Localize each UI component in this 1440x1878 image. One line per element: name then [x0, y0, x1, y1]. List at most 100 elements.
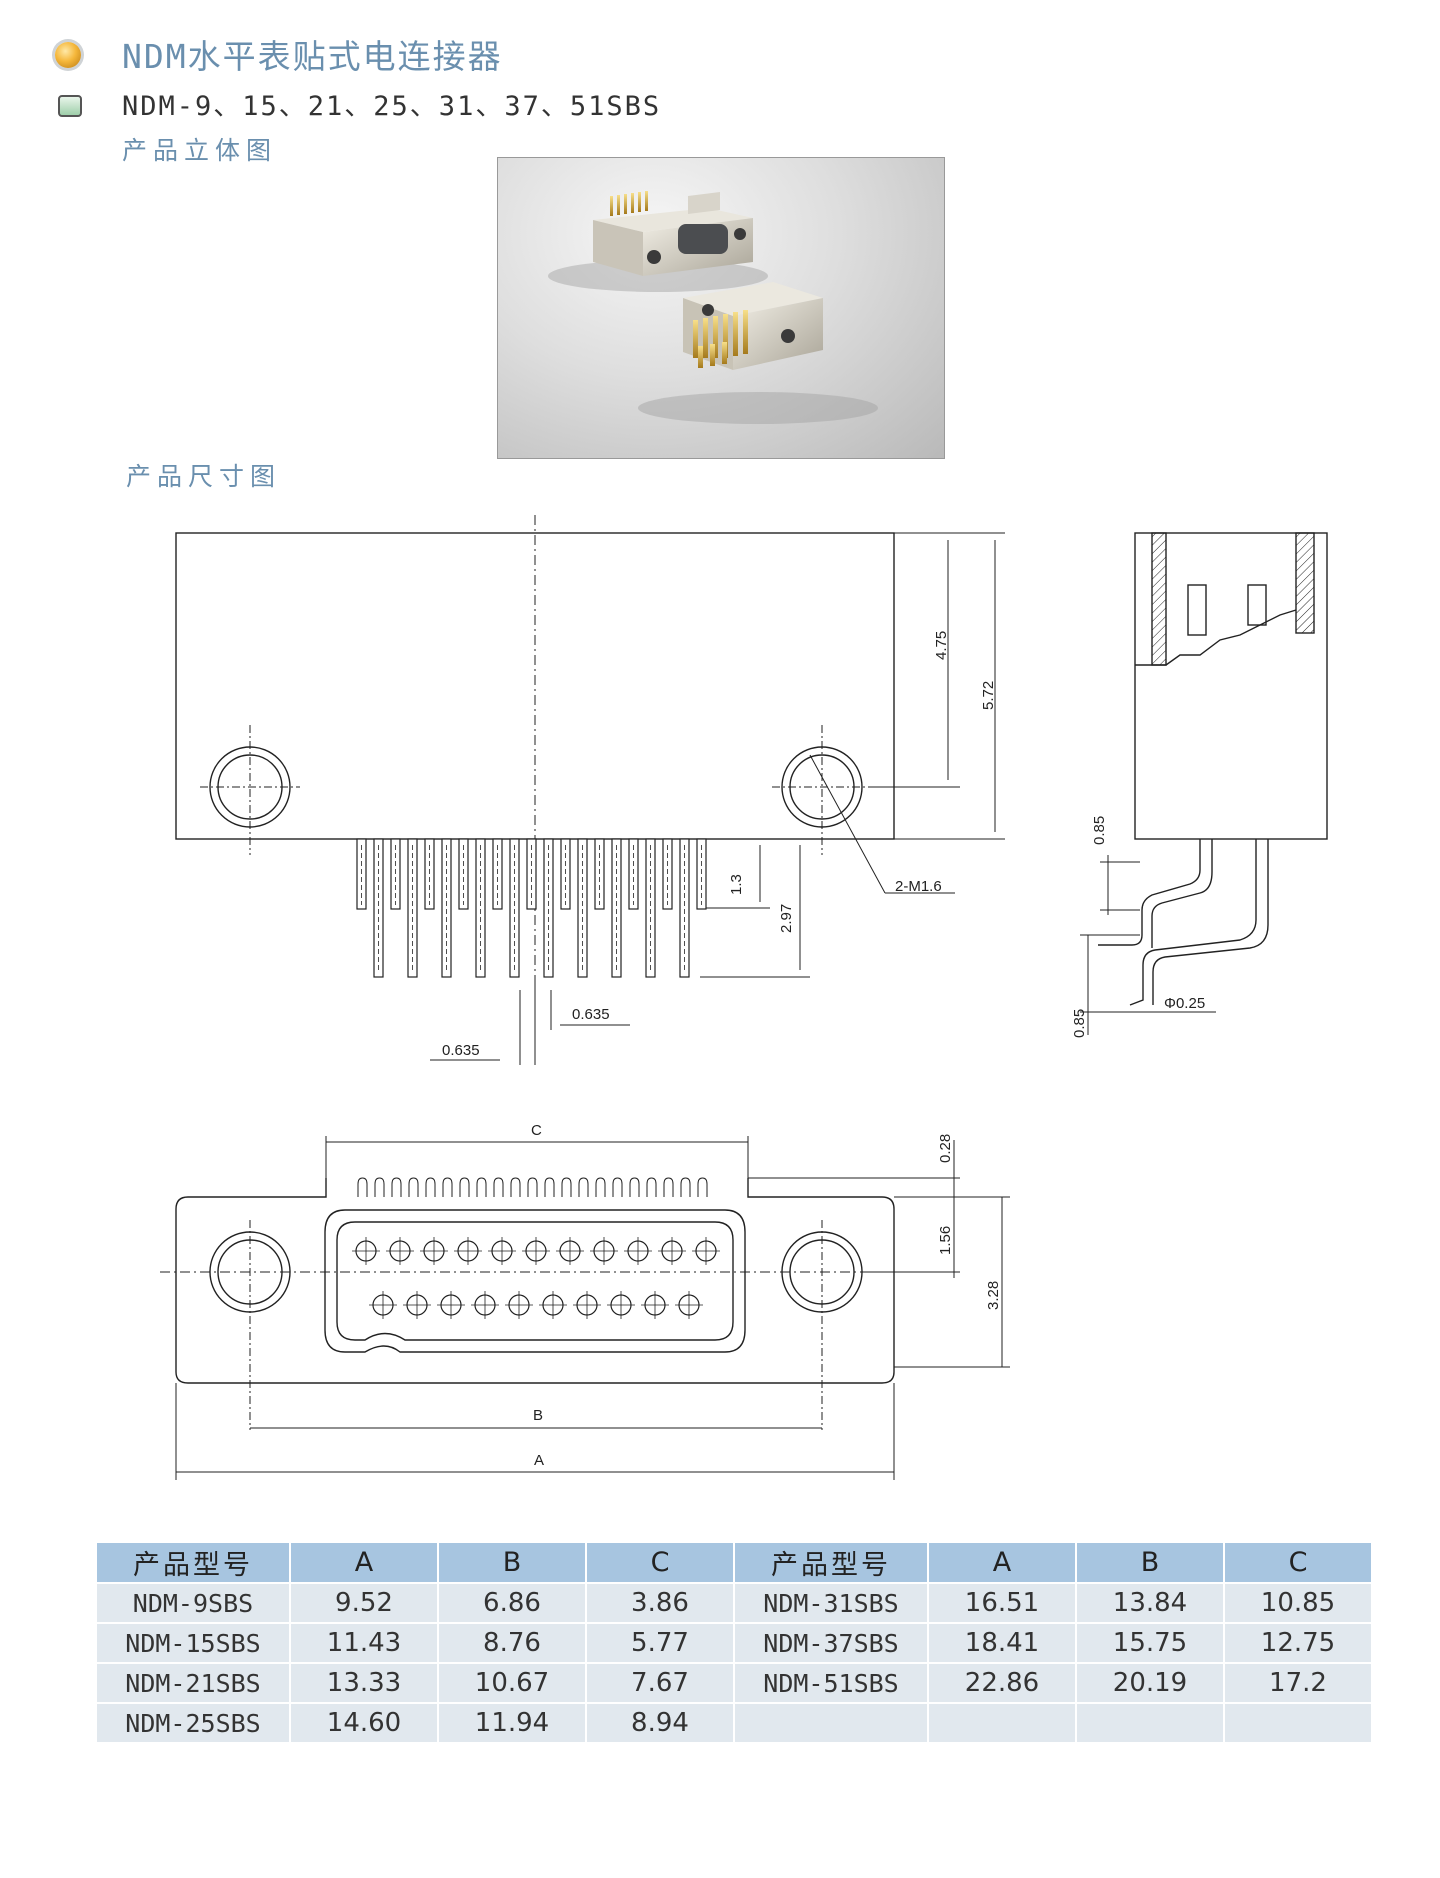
table-cell: 5.77 [587, 1624, 733, 1662]
table-cell: 8.94 [587, 1704, 733, 1742]
face-view-contacts [352, 1237, 720, 1319]
pitch-label-lower: 0.635 [442, 1042, 480, 1059]
header-c-right: C [1225, 1543, 1371, 1582]
pin-outline [407, 838, 418, 978]
terminal-tooth [595, 1177, 606, 1197]
pitch-label-upper: 0.635 [572, 1006, 610, 1023]
pin-outline [645, 838, 656, 978]
dim-label-c: C [531, 1122, 542, 1139]
table-row: NDM-25SBS 14.60 11.94 8.94 [97, 1704, 1371, 1742]
terminal-tooth [493, 1177, 504, 1197]
header-a-left: A [291, 1543, 437, 1582]
table-cell: NDM-31SBS [735, 1584, 927, 1622]
terminal-tooth [663, 1177, 674, 1197]
table-cell: 11.43 [291, 1624, 437, 1662]
table-cell [735, 1704, 927, 1742]
terminal-tooth [357, 1177, 368, 1197]
side-dim-0-85-bottom: 0.85 [1071, 1009, 1088, 1038]
pin-diameter-label: Φ0.25 [1164, 995, 1205, 1012]
pin-outline [373, 838, 384, 978]
face-view [160, 1136, 1010, 1480]
dimension-table: 产品型号 A B C 产品型号 A B C NDM-9SBS 9.52 6.86… [95, 1541, 1373, 1744]
terminal-tooth [697, 1177, 708, 1197]
table-row: NDM-15SBS 11.43 8.76 5.77 NDM-37SBS 18.4… [97, 1624, 1371, 1662]
front-view-pins [356, 838, 707, 978]
dim-2-97: 2.97 [778, 904, 795, 933]
connector-render-icon [548, 191, 878, 424]
header-b-right: B [1077, 1543, 1223, 1582]
table-cell: 6.86 [439, 1584, 585, 1622]
table-cell: 10.85 [1225, 1584, 1371, 1622]
face-view-terminals [357, 1177, 708, 1197]
terminal-tooth [646, 1177, 657, 1197]
terminal-tooth [476, 1177, 487, 1197]
thread-label: 2-M1.6 [895, 878, 942, 895]
orange-bullet-icon [55, 42, 81, 68]
terminal-tooth [612, 1177, 623, 1197]
table-cell: 18.41 [929, 1624, 1075, 1662]
table-cell: 14.60 [291, 1704, 437, 1742]
dim-4-75: 4.75 [933, 631, 950, 660]
terminal-tooth [544, 1177, 555, 1197]
pin-outline [441, 838, 452, 978]
terminal-tooth [391, 1177, 402, 1197]
table-cell: 17.2 [1225, 1664, 1371, 1702]
table-cell: 12.75 [1225, 1624, 1371, 1662]
table-cell: 13.33 [291, 1664, 437, 1702]
table-header-row: 产品型号 A B C 产品型号 A B C [97, 1543, 1371, 1582]
table-cell: 11.94 [439, 1704, 585, 1742]
terminal-tooth [629, 1177, 640, 1197]
side-view [1080, 532, 1328, 1035]
section-dimensions-title: 产品尺寸图 [126, 462, 282, 491]
header-model-right: 产品型号 [735, 1543, 927, 1582]
table-cell: NDM-21SBS [97, 1664, 289, 1702]
green-square-bullet-icon [58, 95, 82, 117]
table-cell: NDM-15SBS [97, 1624, 289, 1662]
dim-label-a: A [534, 1452, 544, 1469]
dim-5-72: 5.72 [980, 681, 997, 710]
terminal-tooth [680, 1177, 691, 1197]
table-row: NDM-21SBS 13.33 10.67 7.67 NDM-51SBS 22.… [97, 1664, 1371, 1702]
header-b-left: B [439, 1543, 585, 1582]
pin-outline [509, 838, 520, 978]
model-series: NDM-9、15、21、25、31、37、51SBS [122, 91, 662, 122]
dim-3-28: 3.28 [985, 1281, 1002, 1310]
side-dim-0-85-top: 0.85 [1091, 816, 1108, 845]
pin-outline [475, 838, 486, 978]
dim-label-b: B [533, 1407, 543, 1424]
table-cell: 16.51 [929, 1584, 1075, 1622]
table-cell: 15.75 [1077, 1624, 1223, 1662]
terminal-tooth [459, 1177, 470, 1197]
dim-0-28: 0.28 [937, 1134, 954, 1163]
pin-outline [679, 838, 690, 978]
table-cell: 7.67 [587, 1664, 733, 1702]
dim-1-56: 1.56 [937, 1226, 954, 1255]
header-c-left: C [587, 1543, 733, 1582]
section-isometric-title: 产品立体图 [122, 136, 278, 165]
header-model-left: 产品型号 [97, 1543, 289, 1582]
terminal-tooth [374, 1177, 385, 1197]
table-cell: 10.67 [439, 1664, 585, 1702]
table-cell [1077, 1704, 1223, 1742]
terminal-tooth [510, 1177, 521, 1197]
page-title: NDM水平表贴式电连接器 [122, 37, 503, 76]
dim-1-3: 1.3 [728, 874, 745, 895]
table-cell [1225, 1704, 1371, 1742]
terminal-tooth [578, 1177, 589, 1197]
terminal-tooth [561, 1177, 572, 1197]
table-cell: 13.84 [1077, 1584, 1223, 1622]
product-photo [497, 157, 945, 459]
table-cell: 9.52 [291, 1584, 437, 1622]
terminal-tooth [442, 1177, 453, 1197]
table-row: NDM-9SBS 9.52 6.86 3.86 NDM-31SBS 16.51 … [97, 1584, 1371, 1622]
table-cell: 20.19 [1077, 1664, 1223, 1702]
table-cell: NDM-37SBS [735, 1624, 927, 1662]
terminal-tooth [425, 1177, 436, 1197]
pin-outline [543, 838, 554, 978]
pin-outline [577, 838, 588, 978]
dimension-drawing: 4.75 5.72 1.3 2.97 2-M1.6 0.635 0.635 0.… [160, 515, 1328, 1480]
pin-outline [611, 838, 622, 978]
table-cell: 8.76 [439, 1624, 585, 1662]
header-a-right: A [929, 1543, 1075, 1582]
table-cell: 22.86 [929, 1664, 1075, 1702]
